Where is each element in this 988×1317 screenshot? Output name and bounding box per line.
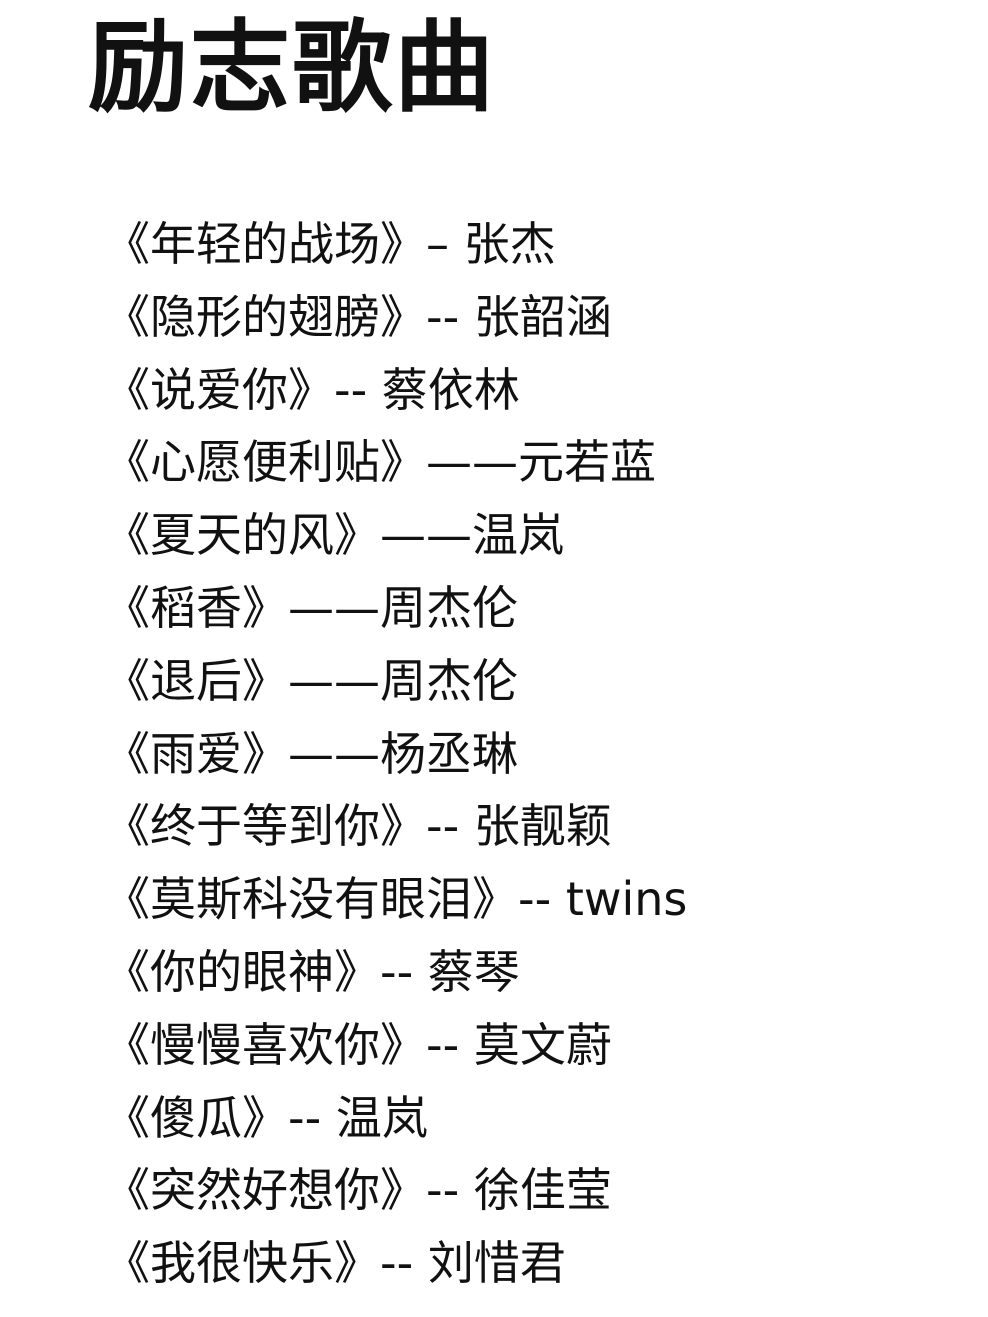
song-item: 《夏天的风》——温岚: [104, 508, 564, 563]
song-item: 《莫斯科没有眼泪》-- twins: [104, 872, 688, 927]
song-item: 《隐形的翅膀》-- 张韶涵: [104, 289, 612, 344]
song-item: 《你的眼神》-- 蔡琴: [104, 944, 520, 999]
song-item: 《慢慢喜欢你》-- 莫文蔚: [104, 1017, 612, 1072]
song-item: 《心愿便利贴》——元若蓝: [104, 435, 656, 490]
song-item: 《年轻的战场》– 张杰: [104, 217, 556, 271]
song-item: 《我很快乐》-- 刘惜君: [104, 1236, 566, 1291]
song-item: 《稻香》——周杰伦: [104, 580, 518, 635]
song-item: 《说爱你》-- 蔡依林: [104, 362, 520, 417]
song-item: 《突然好想你》-- 徐佳莹: [104, 1163, 612, 1218]
song-item: 《雨爱》——杨丞琳: [104, 726, 518, 781]
song-item: 《退后》——周杰伦: [104, 653, 518, 708]
song-item: 《终于等到你》-- 张靓颖: [104, 799, 612, 854]
song-item: 《傻瓜》-- 温岚: [104, 1090, 428, 1145]
page-title: 励志歌曲: [88, 9, 496, 126]
song-list: 《年轻的战场》– 张杰 《隐形的翅膀》-- 张韶涵 《说爱你》-- 蔡依林 《心…: [104, 208, 687, 1300]
